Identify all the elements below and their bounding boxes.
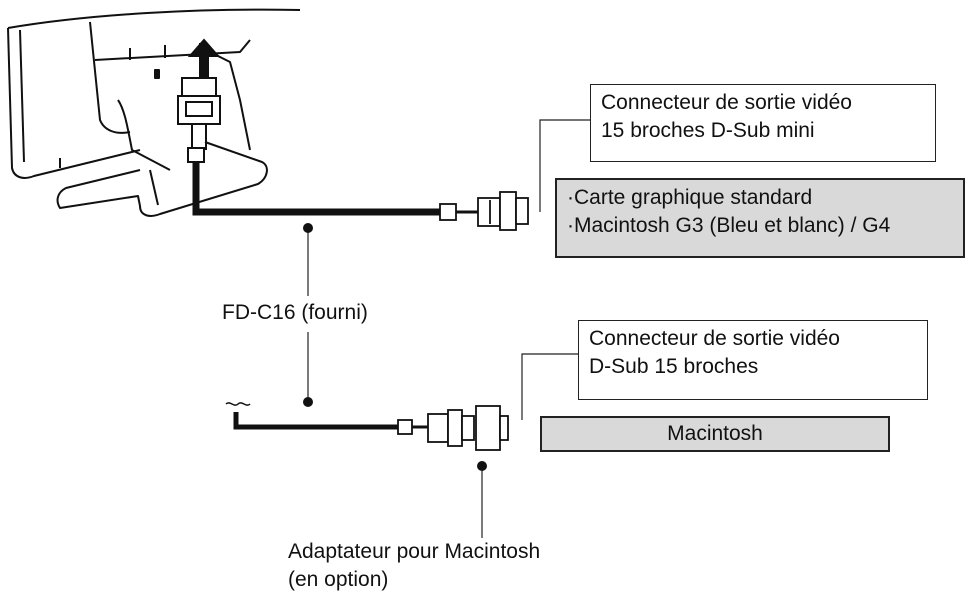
adapter-label: Adaptateur pour Macintosh (en option) xyxy=(288,538,541,594)
mac-connector-line1: Connecteur de sortie vidéo xyxy=(589,327,840,350)
callout-dots xyxy=(303,223,487,471)
monitor-connector-line2: 15 broches D-Sub mini xyxy=(601,119,815,142)
mac-cable xyxy=(225,402,400,430)
standard-cards-line1: ·Carte graphique standard xyxy=(567,186,813,209)
monitor-connector-line1: Connecteur de sortie vidéo xyxy=(601,91,852,114)
mac-connector-box: Connecteur de sortie vidéo D-Sub 15 broc… xyxy=(578,320,928,400)
standard-cards-box: ·Carte graphique standard ·Macintosh G3 … xyxy=(555,178,965,258)
standard-cards-line2: ·Macintosh G3 (Bleu et blanc) / G4 xyxy=(567,214,891,237)
callout-lines xyxy=(307,119,590,538)
dsub-mini-connector xyxy=(439,191,529,231)
adapter-line1: Adaptateur pour Macintosh xyxy=(288,540,541,563)
monitor-connector-illustration xyxy=(177,38,221,163)
cable-label: FD-C16 (fourni) xyxy=(222,300,368,326)
macintosh-box: Macintosh xyxy=(540,416,890,452)
mac-adapter-illustration xyxy=(397,405,509,451)
signal-cable xyxy=(192,162,440,216)
macintosh-label: Macintosh xyxy=(667,422,763,445)
mac-connector-line2: D-Sub 15 broches xyxy=(589,355,759,378)
monitor-connector-box: Connecteur de sortie vidéo 15 broches D-… xyxy=(590,84,936,162)
adapter-line2: (en option) xyxy=(288,568,389,591)
monitor-illustration xyxy=(7,8,301,217)
